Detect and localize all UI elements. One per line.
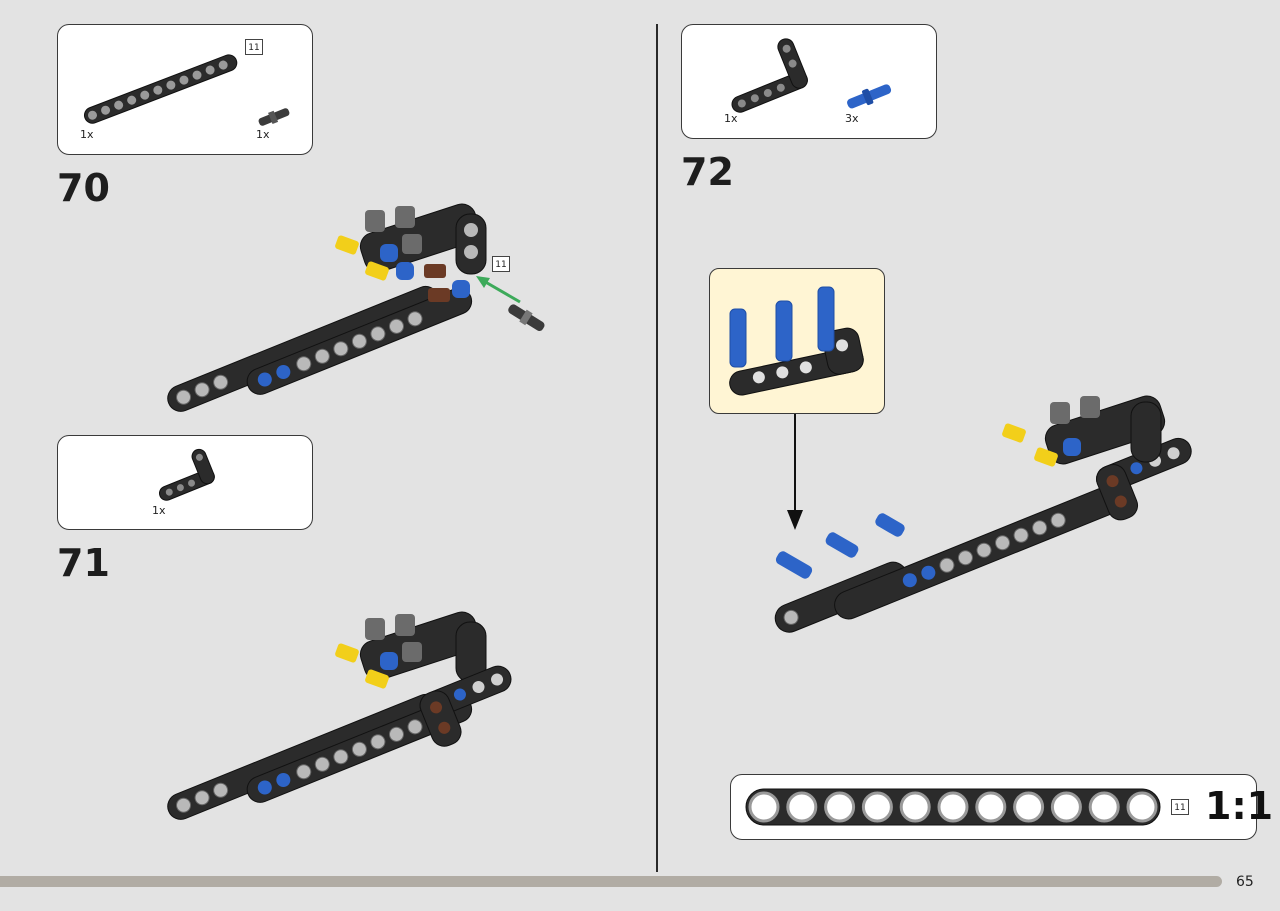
part-qty: 1x	[80, 128, 94, 141]
ruler-hole	[786, 791, 818, 823]
step72-parts-box: 1x 3x	[681, 24, 937, 139]
ruler-hole	[1050, 791, 1082, 823]
part-qty: 1x	[724, 112, 738, 125]
step72-assembly-illustration	[774, 395, 1192, 633]
step-number: 72	[681, 150, 734, 194]
ruler-hole	[748, 791, 780, 823]
ruler-hole	[975, 791, 1007, 823]
technic-beam-icon	[83, 54, 238, 124]
step70-parts-box: 1x 1x 11	[57, 24, 313, 155]
part-qty: 1x	[256, 128, 270, 141]
ruler-hole	[1126, 791, 1158, 823]
ruler-hole	[1013, 791, 1045, 823]
callout-arrow-icon	[787, 414, 803, 530]
l-beam-icon	[731, 38, 808, 113]
footer-bar	[0, 876, 1222, 887]
l-beam-with-pins-icon	[729, 286, 864, 396]
ruler-hole	[1088, 791, 1120, 823]
scale-ruler-box: 11	[730, 774, 1257, 840]
l-beam-icon	[158, 448, 215, 501]
step-number: 70	[57, 166, 110, 210]
technic-pin-icon	[258, 108, 290, 126]
page-divider	[656, 24, 658, 872]
blue-pin-icon	[847, 84, 892, 109]
ruler-hole	[824, 791, 856, 823]
assembly-length-badge: 11	[492, 256, 510, 272]
part-qty: 1x	[152, 504, 166, 517]
page-number: 65	[1236, 874, 1254, 890]
beam-length-badge: 11	[245, 39, 263, 55]
step70-assembly-illustration	[167, 203, 545, 412]
ruler-hole	[861, 791, 893, 823]
ruler-hole	[899, 791, 931, 823]
part-qty: 3x	[845, 112, 859, 125]
scale-label: 1:1	[1205, 784, 1274, 828]
sub-assembly-callout	[709, 268, 885, 414]
scale-ruler-beam-icon	[745, 788, 1161, 826]
step71-parts-box: 1x	[57, 435, 313, 530]
ruler-hole	[937, 791, 969, 823]
ruler-length-badge: 11	[1171, 799, 1189, 815]
step-number: 71	[57, 541, 110, 585]
step71-assembly-illustration	[167, 611, 512, 820]
